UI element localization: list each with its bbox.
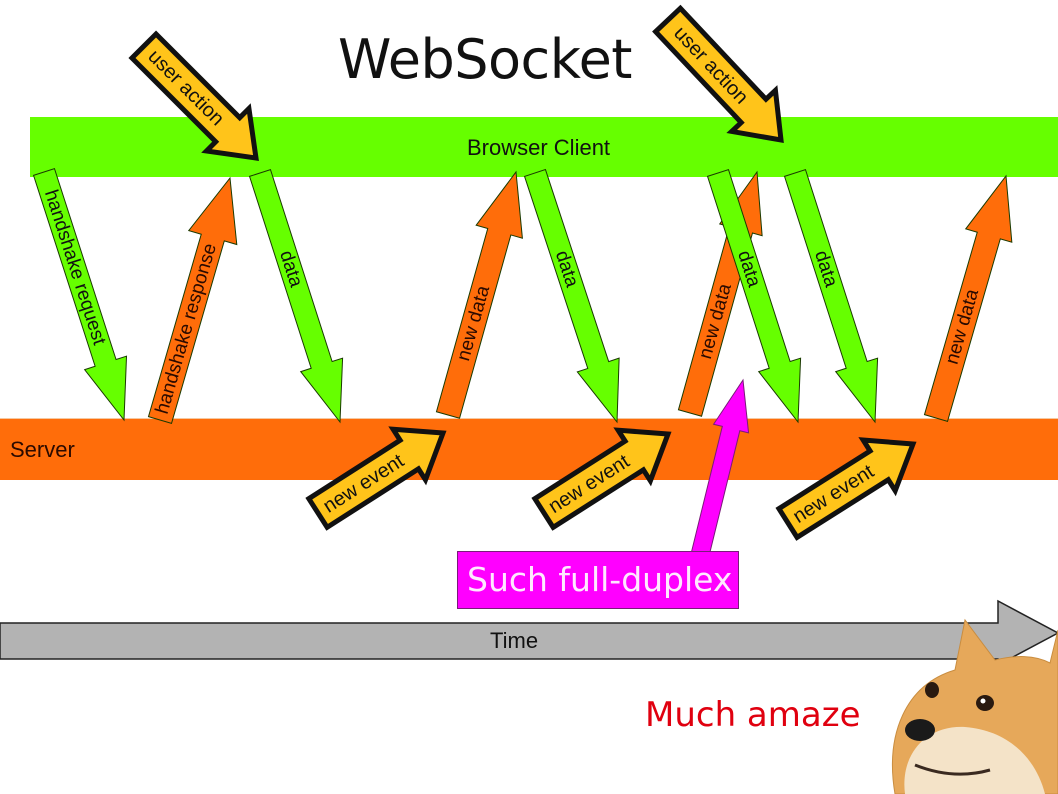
new-data-3-arrow: new data bbox=[923, 174, 1013, 422]
user-action-2-arrow-shape bbox=[652, 4, 784, 144]
data-3-arrow: data bbox=[706, 169, 802, 424]
handshake-response-arrow: handshake response bbox=[147, 176, 238, 424]
data-1-label: data bbox=[275, 248, 306, 290]
data-2-arrow: data bbox=[523, 168, 620, 424]
user-action-1-label: user action bbox=[143, 45, 228, 130]
new-data-2-label: new data bbox=[695, 281, 736, 361]
duplex-pointer-arrow bbox=[690, 378, 750, 558]
new-data-1-label: new data bbox=[453, 283, 494, 363]
doge-right-eye bbox=[976, 695, 994, 711]
data-1-arrow-shape bbox=[248, 169, 344, 424]
data-1-arrow: data bbox=[248, 169, 344, 424]
new-event-3-arrow: new event bbox=[775, 437, 917, 541]
new-event-3-arrow-shape bbox=[775, 437, 917, 541]
user-action-2-label: user action bbox=[669, 22, 752, 108]
full-duplex-callout-text: Such full-duplex bbox=[467, 560, 733, 599]
much-amaze-caption: Much amaze bbox=[645, 695, 861, 735]
new-event-1-arrow-shape bbox=[305, 426, 447, 531]
user-action-1-arrow: user action bbox=[128, 30, 259, 161]
data-3-arrow-shape bbox=[706, 169, 802, 424]
doge-image bbox=[892, 618, 1058, 794]
time-axis-arrow bbox=[0, 599, 1058, 667]
new-data-1-arrow-shape bbox=[435, 170, 523, 419]
data-2-arrow-shape bbox=[523, 168, 620, 424]
doge-nose bbox=[905, 719, 935, 741]
user-action-1-arrow-shape bbox=[128, 30, 259, 161]
new-data-3-arrow-shape bbox=[923, 174, 1013, 422]
doge-mouth bbox=[914, 763, 991, 776]
handshake-request-arrow-shape bbox=[32, 167, 128, 422]
doge-left-eye bbox=[925, 682, 939, 698]
handshake-request-arrow: handshake request bbox=[32, 167, 128, 422]
data-4-label: data bbox=[810, 248, 841, 290]
time-label: Time bbox=[490, 628, 539, 653]
new-event-1-arrow: new event bbox=[305, 426, 447, 531]
server-label: Server bbox=[10, 437, 75, 462]
new-event-2-arrow: new event bbox=[531, 427, 672, 531]
doge-muzzle bbox=[904, 726, 1045, 794]
full-duplex-callout-box bbox=[457, 551, 739, 609]
new-event-2-arrow-shape bbox=[531, 427, 672, 531]
browser-client-label: Browser Client bbox=[467, 135, 611, 160]
handshake-request-label: handshake request bbox=[40, 187, 110, 348]
duplex-pointer-arrow-shape bbox=[690, 378, 750, 558]
handshake-response-arrow-shape bbox=[147, 176, 238, 424]
new-data-3-label: new data bbox=[942, 286, 984, 366]
diagram-title: WebSocket bbox=[338, 28, 632, 91]
handshake-response-label: handshake response bbox=[152, 241, 221, 416]
user-action-2-arrow: user action bbox=[652, 4, 784, 144]
new-data-1-arrow: new data bbox=[435, 170, 523, 419]
data-4-arrow-shape bbox=[783, 169, 879, 424]
